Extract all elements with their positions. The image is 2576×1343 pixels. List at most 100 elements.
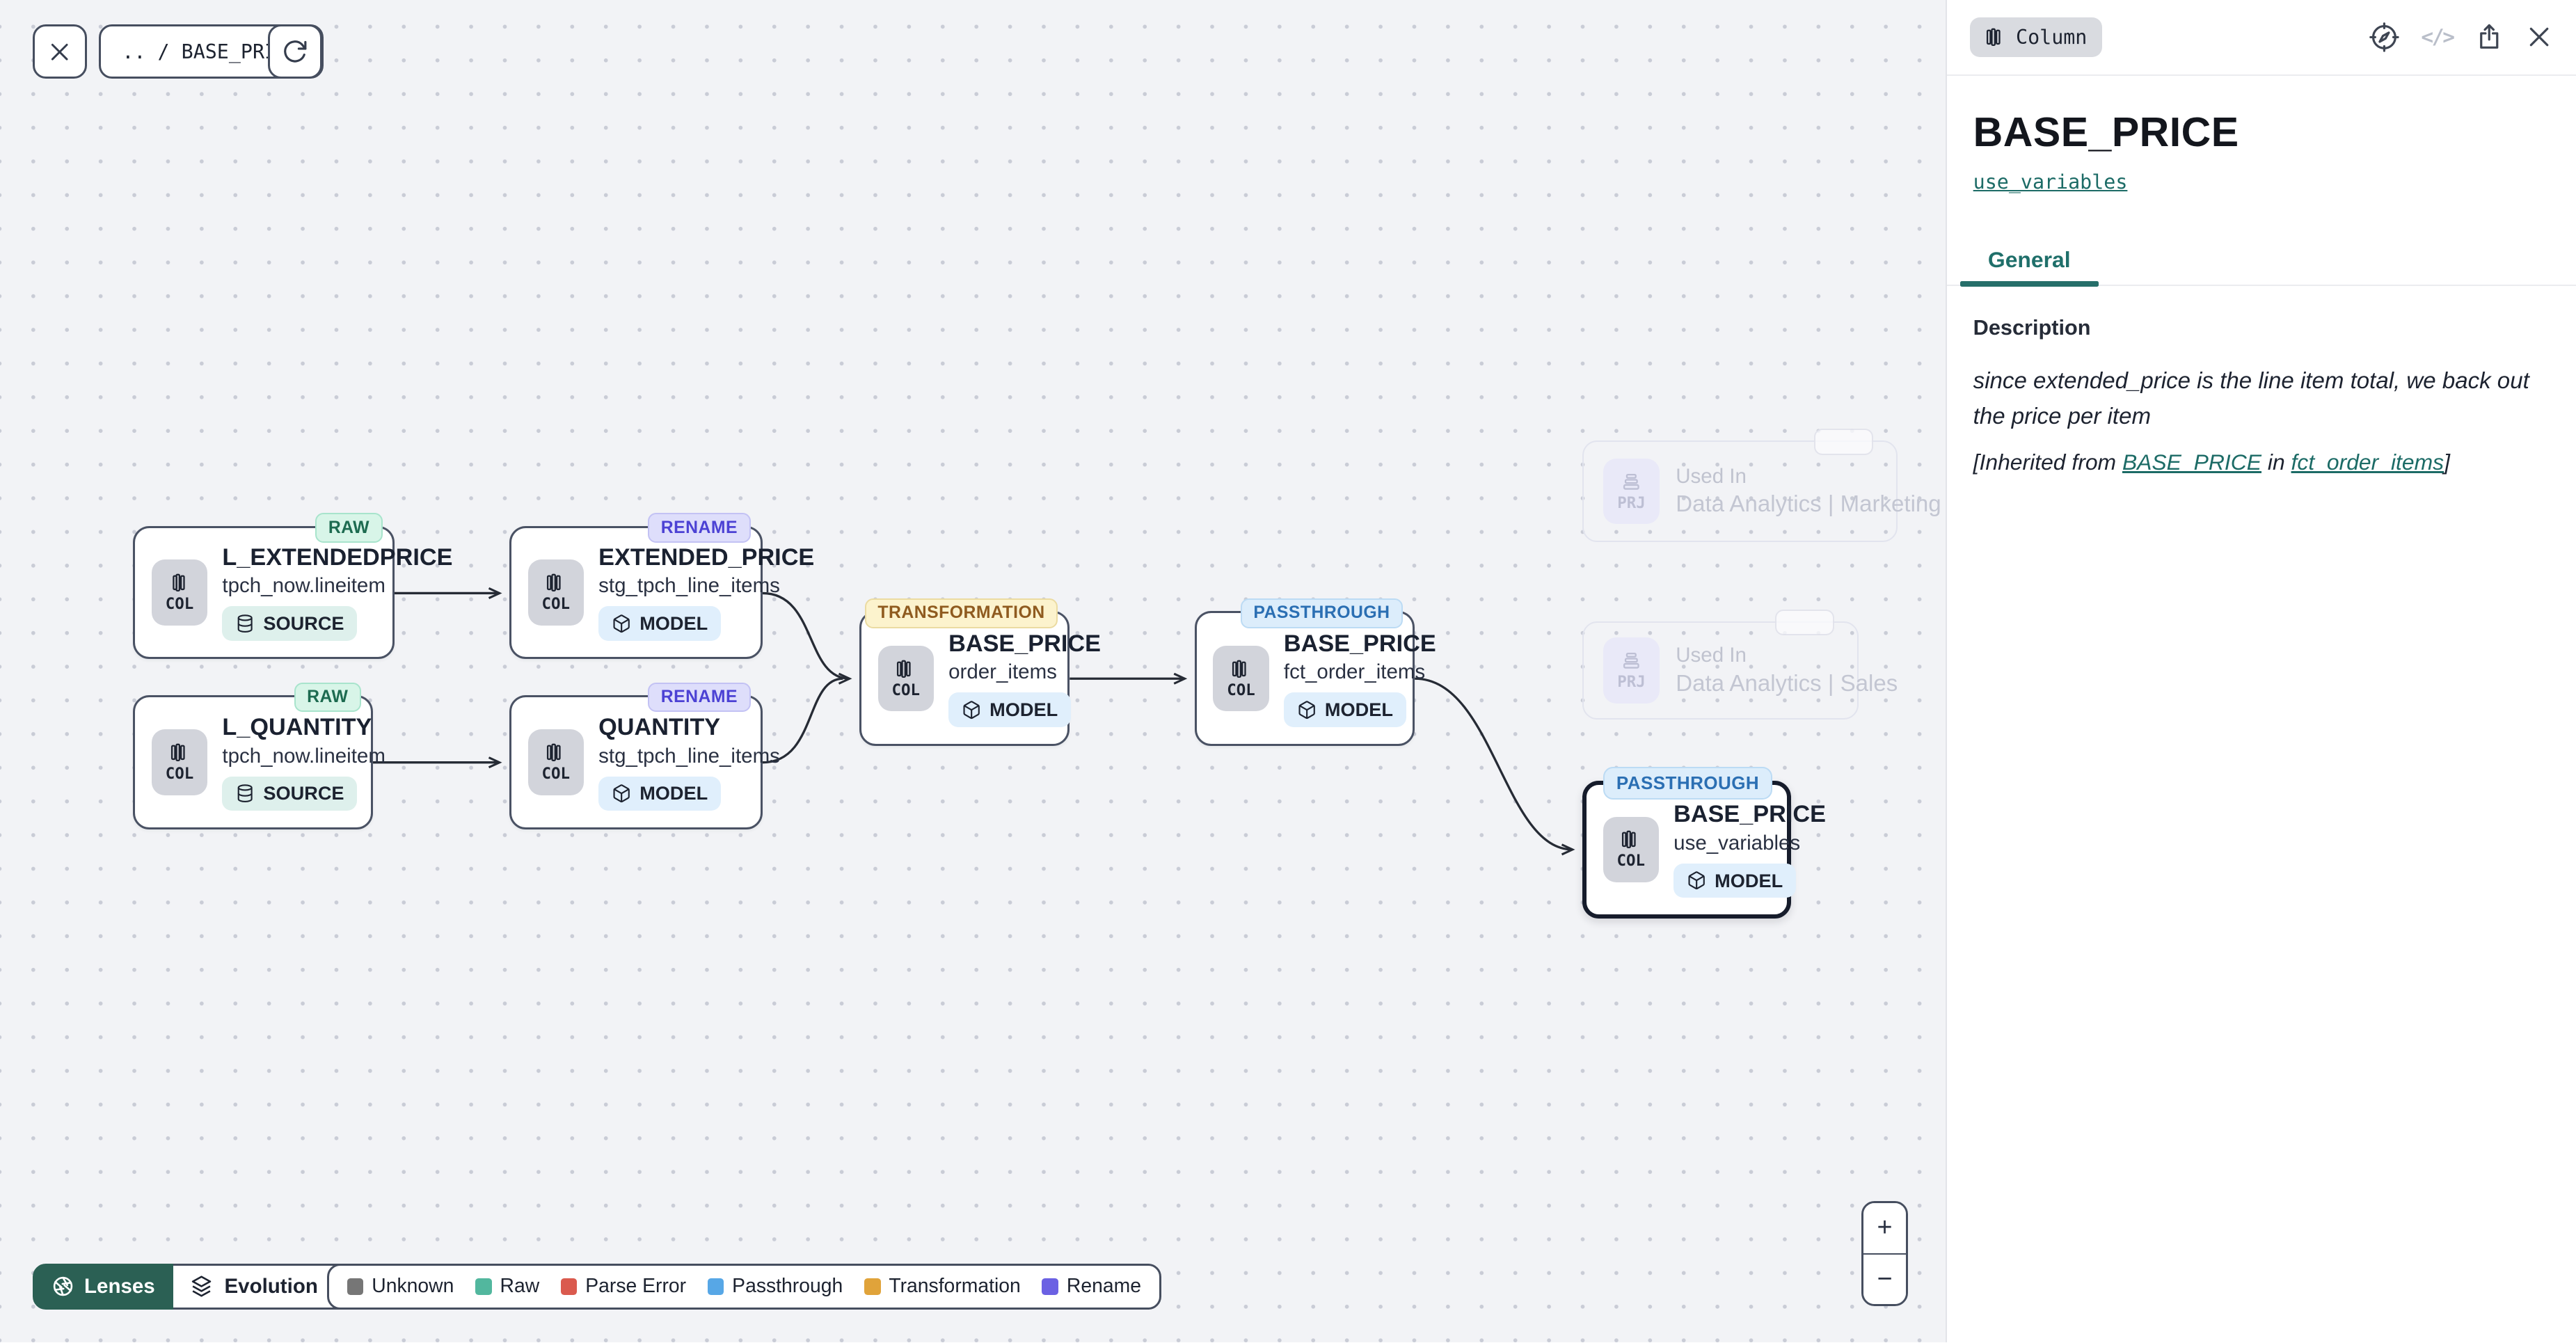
share-icon[interactable] <box>2474 22 2504 52</box>
layers-icon <box>1623 652 1639 669</box>
inherited-column-link[interactable]: BASE_PRICE <box>2122 449 2262 475</box>
node-extended-price[interactable]: RENAME COL EXTENDED_PRICE stg_tpch_line_… <box>509 513 814 659</box>
panel-tabs: General <box>1946 235 2576 287</box>
lineage-canvas[interactable]: .. / BASE_PRICE RAW COL L_EXTENDEDPRICE … <box>0 0 1946 1343</box>
cube-icon <box>613 784 630 803</box>
cube-icon <box>1688 871 1705 890</box>
tab-general[interactable]: General <box>1959 235 2099 287</box>
faded-badge <box>1774 609 1834 636</box>
zoom-controls: + − <box>1861 1201 1908 1307</box>
node-subtitle: tpch_now.lineitem <box>222 574 385 598</box>
column-chip: COL <box>527 729 584 795</box>
legend-item-unknown: Unknown <box>347 1275 454 1298</box>
legend-swatch <box>864 1278 881 1295</box>
model-chip: MODEL <box>948 692 1072 727</box>
legend-item-parse-error: Parse Error <box>560 1275 686 1298</box>
close-icon <box>51 43 68 61</box>
column-icon <box>547 743 562 762</box>
database-icon <box>237 784 253 803</box>
used-in-card-sales[interactable]: PRJ Used In Data Analytics | Sales <box>1582 609 1898 720</box>
node-subtitle: stg_tpch_line_items <box>598 574 780 598</box>
zoom-in-button[interactable]: + <box>1863 1203 1906 1255</box>
node-title: BASE_PRICE <box>1283 630 1436 657</box>
faded-badge <box>1814 428 1874 455</box>
column-chip: COL <box>1603 816 1659 883</box>
node-base-price-fct-order-items[interactable]: PASSTHROUGH COL BASE_PRICE fct_order_ite… <box>1194 598 1436 747</box>
model-chip: MODEL <box>1673 863 1797 898</box>
column-chip: COL <box>527 559 584 626</box>
refresh-icon <box>284 40 307 63</box>
lens-controls: Lenses Evolution <box>33 1263 368 1310</box>
evolution-badge: RAW <box>294 682 361 713</box>
node-subtitle: use_variables <box>1673 832 1801 855</box>
layers-icon <box>191 1276 212 1298</box>
evolution-badge: PASSTHROUGH <box>1240 598 1403 628</box>
description-text: since extended_price is the line item to… <box>1973 368 2529 430</box>
project-chip: PRJ <box>1603 637 1660 704</box>
model-link[interactable]: use_variables <box>1973 170 2128 194</box>
legend-swatch <box>707 1278 724 1295</box>
view-code-icon[interactable]: </> <box>2421 25 2455 49</box>
refresh-button[interactable] <box>267 24 322 79</box>
close-lineage-button[interactable] <box>33 24 88 79</box>
model-chip: MODEL <box>598 606 722 641</box>
node-subtitle: order_items <box>948 660 1057 684</box>
entity-type-badge: Column <box>1969 17 2102 57</box>
source-chip: SOURCE <box>222 776 358 811</box>
node-subtitle: fct_order_items <box>1283 660 1426 684</box>
node-base-price-use-variables[interactable]: PASSTHROUGH COL BASE_PRICE use_variables… <box>1582 766 1826 919</box>
column-chip: COL <box>877 646 934 712</box>
column-icon <box>1987 28 2001 46</box>
source-chip: SOURCE <box>222 606 358 641</box>
cube-icon <box>613 614 630 633</box>
inherited-model-link[interactable]: fct_order_items <box>2291 449 2444 475</box>
column-icon <box>170 743 185 762</box>
legend-swatch <box>560 1278 578 1295</box>
close-panel-icon[interactable] <box>2525 23 2553 51</box>
model-chip: MODEL <box>598 776 722 811</box>
node-quantity[interactable]: RENAME COL QUANTITY stg_tpch_line_items … <box>509 682 780 830</box>
column-icon <box>1232 660 1246 678</box>
database-icon <box>237 614 253 633</box>
page-title: BASE_PRICE <box>1973 109 2239 155</box>
model-chip: MODEL <box>1283 692 1406 727</box>
node-title: EXTENDED_PRICE <box>598 543 815 571</box>
node-title: BASE_PRICE <box>1673 801 1826 828</box>
column-icon <box>897 660 912 678</box>
node-l-quantity[interactable]: RAW COL L_QUANTITY tpch_now.lineitem SOU… <box>133 682 385 830</box>
cube-icon <box>963 701 980 719</box>
node-l-extendedprice[interactable]: RAW COL L_EXTENDEDPRICE tpch_now.lineite… <box>133 513 452 659</box>
used-in-label: Used In <box>1676 464 1747 488</box>
column-icon <box>172 573 185 591</box>
used-in-label: Used In <box>1676 644 1747 667</box>
details-panel: Column </> <box>1945 0 2576 1343</box>
evolution-badge: RENAME <box>648 682 751 713</box>
used-in-value: Data Analytics | Sales <box>1676 670 1898 697</box>
column-icon <box>547 573 562 591</box>
inherited-note: [Inherited from BASE_PRICE in fct_order_… <box>1973 449 2450 475</box>
node-base-price-order-items[interactable]: TRANSFORMATION COL BASE_PRICE order_item… <box>859 598 1101 747</box>
used-in-card-marketing[interactable]: PRJ Used In Data Analytics | Marketing <box>1582 428 1941 543</box>
legend-item-raw: Raw <box>475 1275 539 1298</box>
lenses-button[interactable]: Lenses <box>33 1263 174 1310</box>
lens-legend: Unknown Raw Parse Error Passthrough Tran… <box>326 1263 1161 1310</box>
legend-swatch <box>1042 1278 1059 1295</box>
node-title: QUANTITY <box>598 714 721 741</box>
project-chip: PRJ <box>1603 458 1660 525</box>
zoom-out-button[interactable]: − <box>1863 1254 1906 1305</box>
evolution-badge: RENAME <box>648 513 751 543</box>
used-in-value: Data Analytics | Marketing <box>1676 491 1941 518</box>
evolution-badge: TRANSFORMATION <box>864 598 1058 628</box>
column-chip: COL <box>151 559 208 626</box>
legend-swatch <box>475 1278 492 1295</box>
cube-icon <box>1298 701 1315 719</box>
node-subtitle: stg_tpch_line_items <box>598 744 780 768</box>
details-panel-header: Column </> <box>1946 0 2576 76</box>
evolution-badge: PASSTHROUGH <box>1603 766 1772 800</box>
node-title: L_EXTENDEDPRICE <box>222 543 453 571</box>
explore-lineage-icon[interactable] <box>2369 22 2400 53</box>
column-chip: COL <box>1213 646 1269 712</box>
aperture-icon <box>53 1277 73 1296</box>
column-icon <box>1622 830 1637 849</box>
